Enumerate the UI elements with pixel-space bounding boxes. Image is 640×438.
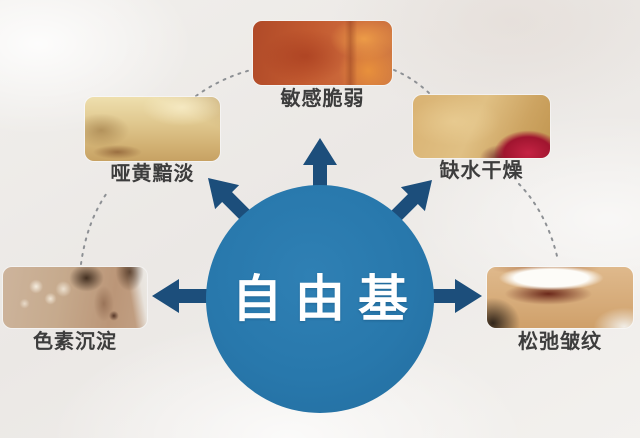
free-radicals-circle: 自由基 — [206, 185, 434, 413]
dry-skin-red-lips-photo — [413, 95, 550, 158]
arrow-left-icon — [152, 279, 214, 313]
item-label-wrinkles: 松弛皱纹 — [518, 331, 602, 353]
item-label-dry: 缺水干燥 — [439, 160, 524, 182]
item-label-pigment: 色素沉淀 — [33, 331, 117, 353]
sagging-wrinkles-smile-photo — [487, 267, 633, 328]
sensitive-red-skin-photo — [253, 21, 392, 85]
dotted-segment-right — [518, 183, 558, 257]
dotted-segment-left — [80, 189, 110, 265]
item-label-dull: 哑黄黯淡 — [110, 163, 195, 185]
pigmented-skin-photo — [3, 267, 147, 328]
dotted-connector-arc — [80, 69, 558, 265]
dotted-segment-upper-right — [393, 69, 430, 94]
dull-yellow-skin-photo — [85, 97, 220, 161]
item-label-sensitive: 敏感脆弱 — [280, 88, 365, 110]
arrow-up-icon — [303, 138, 337, 200]
arrow-right-icon — [426, 279, 482, 313]
dotted-segment-upper-left — [195, 69, 252, 97]
free-radicals-label: 自由基 — [232, 271, 421, 327]
